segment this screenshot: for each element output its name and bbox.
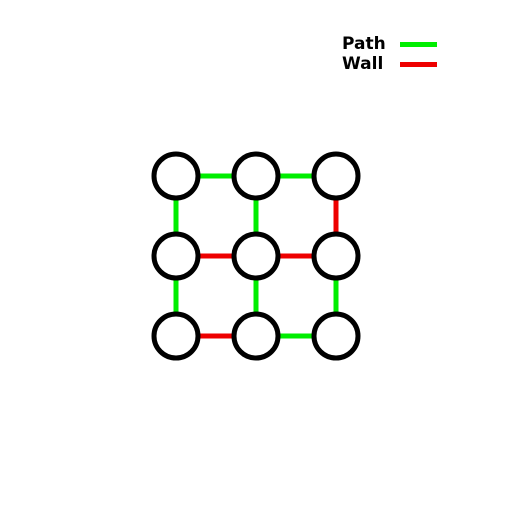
legend-label-path: Path bbox=[342, 34, 386, 54]
legend-swatch-path bbox=[400, 41, 437, 47]
grid-node-2-1 bbox=[231, 311, 281, 361]
legend-row-path: Path bbox=[342, 34, 437, 54]
nodes-layer bbox=[151, 151, 361, 361]
legend-label-wall: Wall bbox=[342, 54, 384, 74]
legend-swatch-wall bbox=[400, 61, 437, 67]
grid-node-2-2 bbox=[311, 311, 361, 361]
grid-node-0-2 bbox=[311, 151, 361, 201]
grid-node-1-0 bbox=[151, 231, 201, 281]
grid-node-1-1 bbox=[231, 231, 281, 281]
grid-node-1-2 bbox=[311, 231, 361, 281]
grid-node-0-0 bbox=[151, 151, 201, 201]
legend-row-wall: Wall bbox=[342, 54, 437, 74]
legend: Path Wall bbox=[342, 34, 437, 74]
grid-node-0-1 bbox=[231, 151, 281, 201]
grid-node-2-0 bbox=[151, 311, 201, 361]
